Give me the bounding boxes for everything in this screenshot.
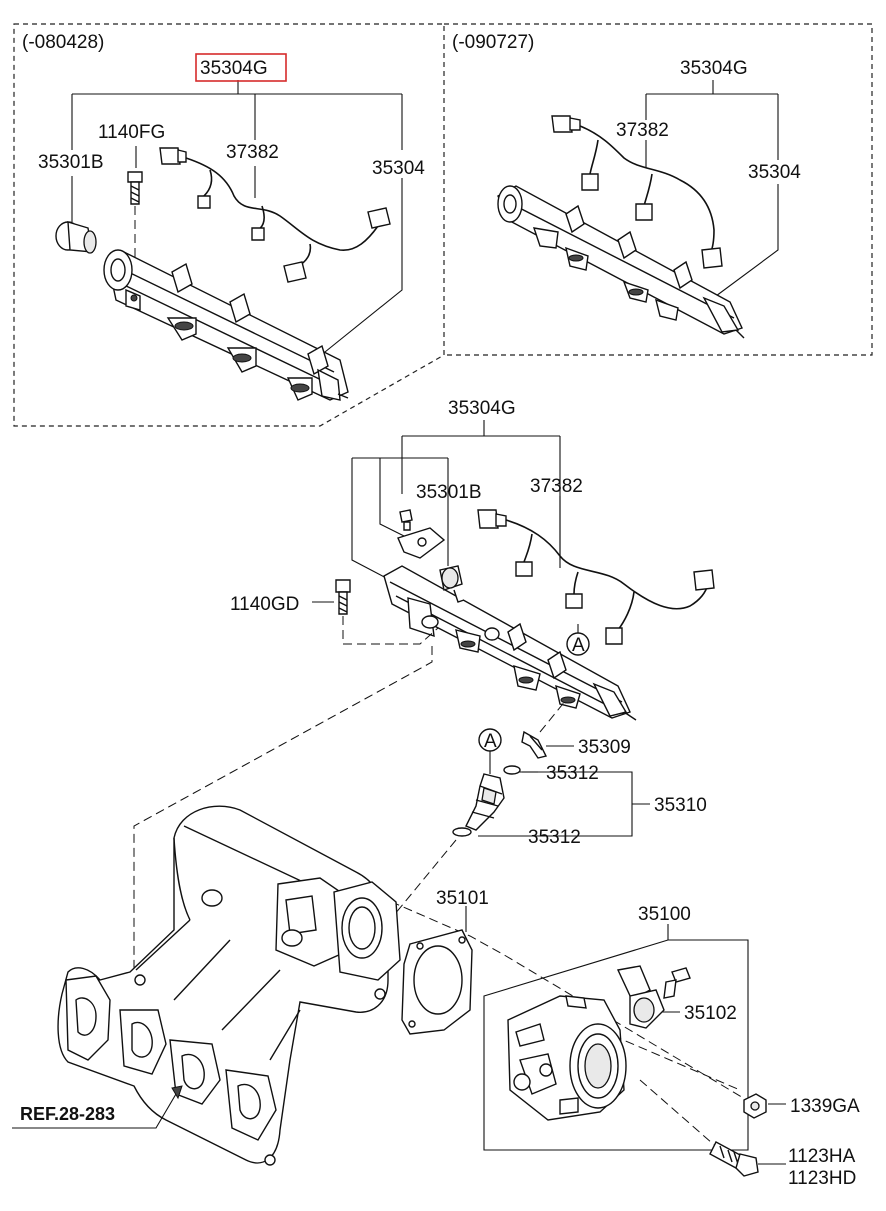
- middle-wiring-harness: [477, 509, 715, 645]
- part-label-37382-top-right[interactable]: 37382: [616, 120, 669, 141]
- part-label-35304-top-right[interactable]: 35304: [748, 162, 801, 183]
- part-label-37382-middle[interactable]: 37382: [530, 476, 583, 497]
- part-label-35304g-top-left[interactable]: 35304G: [200, 58, 268, 79]
- part-label-35312-bottom[interactable]: 35312: [528, 827, 581, 848]
- part-label-35304-top-left[interactable]: 35304: [372, 158, 425, 179]
- dashed-connectors: [133, 646, 761, 1151]
- top-left-regulator-35301b: [55, 221, 97, 254]
- top-left-date-range: (-080428): [22, 32, 104, 53]
- part-label-1140fg[interactable]: 1140FG: [98, 122, 165, 143]
- top-right-variant-box: [444, 23, 873, 356]
- ref-arrow: [12, 1085, 183, 1129]
- middle-regulator-35301b: [397, 509, 465, 603]
- part-label-35304g-middle[interactable]: 35304G: [448, 398, 516, 419]
- part-label-35304g-top-right[interactable]: 35304G: [680, 58, 748, 79]
- top-right-date-range: (-090727): [452, 32, 534, 53]
- part-label-35100[interactable]: 35100: [638, 904, 691, 925]
- top-right-wiring-harness: [551, 115, 723, 269]
- circle-a-marker-1: [566, 624, 590, 656]
- top-left-fuel-rail: [103, 249, 349, 401]
- gasket-35101: [401, 906, 473, 1035]
- circle-a-marker-2: [478, 728, 502, 774]
- part-label-35301b-top-left[interactable]: 35301B: [38, 152, 104, 173]
- clip-35309: [521, 699, 567, 759]
- injector-35310: [452, 765, 521, 837]
- throttle-body-box-35100: [483, 924, 749, 1151]
- throttle-body: [507, 995, 627, 1121]
- middle-fuel-rail: [383, 565, 637, 721]
- part-label-35102[interactable]: 35102: [684, 1003, 737, 1024]
- circle-a-label-1: A: [572, 635, 585, 656]
- sensor-35102: [616, 965, 691, 1029]
- middle-bolt-1140gd: [335, 579, 439, 645]
- part-label-37382-top-left[interactable]: 37382: [226, 142, 279, 163]
- top-left-leaders: [71, 80, 403, 357]
- nut-1339ga: [743, 1093, 786, 1119]
- part-label-1123ha[interactable]: 1123HA: [788, 1146, 856, 1167]
- top-right-leaders: [645, 80, 779, 297]
- part-label-1123hd[interactable]: 1123HD: [788, 1168, 856, 1189]
- part-label-35312-top[interactable]: 35312: [546, 763, 599, 784]
- reference-label[interactable]: REF.28-283: [20, 1104, 115, 1124]
- part-label-35310[interactable]: 35310: [654, 795, 707, 816]
- selected-part-highlight: [195, 53, 287, 82]
- circle-a-label-2: A: [484, 731, 497, 752]
- top-left-variant-box: [13, 23, 445, 427]
- intake-manifold: [57, 805, 401, 1166]
- part-label-35301b-middle[interactable]: 35301B: [416, 482, 482, 503]
- top-right-fuel-rail: [497, 185, 745, 339]
- top-left-bolt-1140fg: [127, 171, 143, 262]
- bolt-1123ha: [709, 1141, 786, 1177]
- part-label-1140gd[interactable]: 1140GD: [230, 594, 299, 615]
- part-label-1339ga[interactable]: 1339GA: [790, 1096, 860, 1117]
- part-label-35101[interactable]: 35101: [436, 888, 489, 909]
- part-label-35309[interactable]: 35309: [578, 737, 631, 758]
- middle-leaders: [312, 420, 650, 837]
- top-left-wiring-harness: [159, 147, 391, 283]
